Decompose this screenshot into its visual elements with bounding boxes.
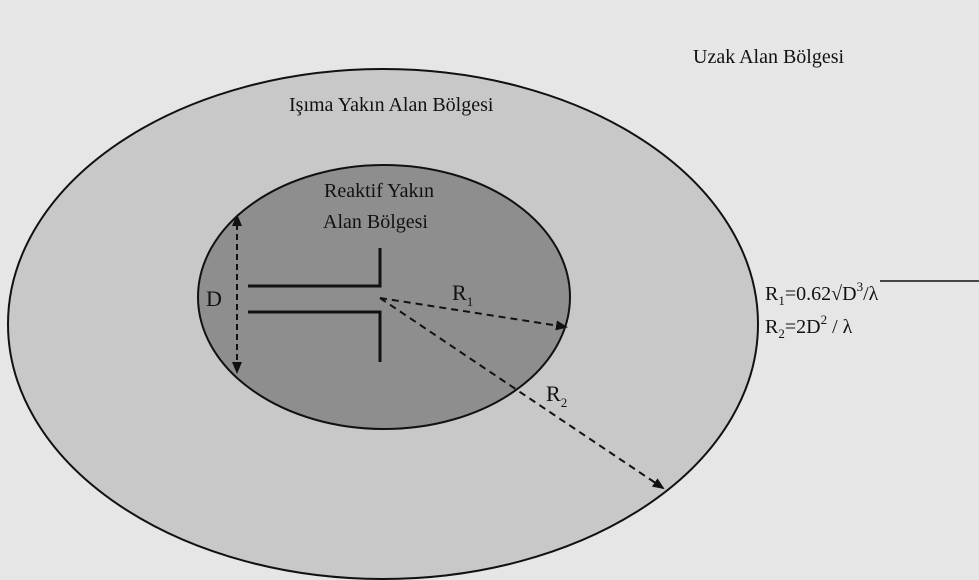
r1-label: R1 bbox=[452, 280, 473, 309]
r2-arrow bbox=[379, 297, 665, 490]
svg-text:R1=0.62√D3/λ: R1=0.62√D3/λ bbox=[765, 279, 879, 308]
reactive-near-field-label-line2: Alan Bölgesi bbox=[323, 211, 428, 233]
diameter-label: D bbox=[206, 286, 222, 311]
formula-r2: R2=2D2 / λ bbox=[765, 312, 853, 341]
antenna-shape bbox=[248, 248, 382, 362]
reactive-near-field-region bbox=[197, 164, 571, 430]
radiating-near-field-label: Işıma Yakın Alan Bölgesi bbox=[289, 94, 494, 116]
formula-r1: R1=0.62√D3/λ bbox=[765, 279, 979, 308]
r2-label: R2 bbox=[546, 381, 567, 410]
r1-arrow bbox=[379, 297, 568, 331]
far-field-label: Uzak Alan Bölgesi bbox=[693, 46, 845, 68]
reactive-near-field-label-line1: Reaktif Yakın bbox=[324, 180, 434, 202]
